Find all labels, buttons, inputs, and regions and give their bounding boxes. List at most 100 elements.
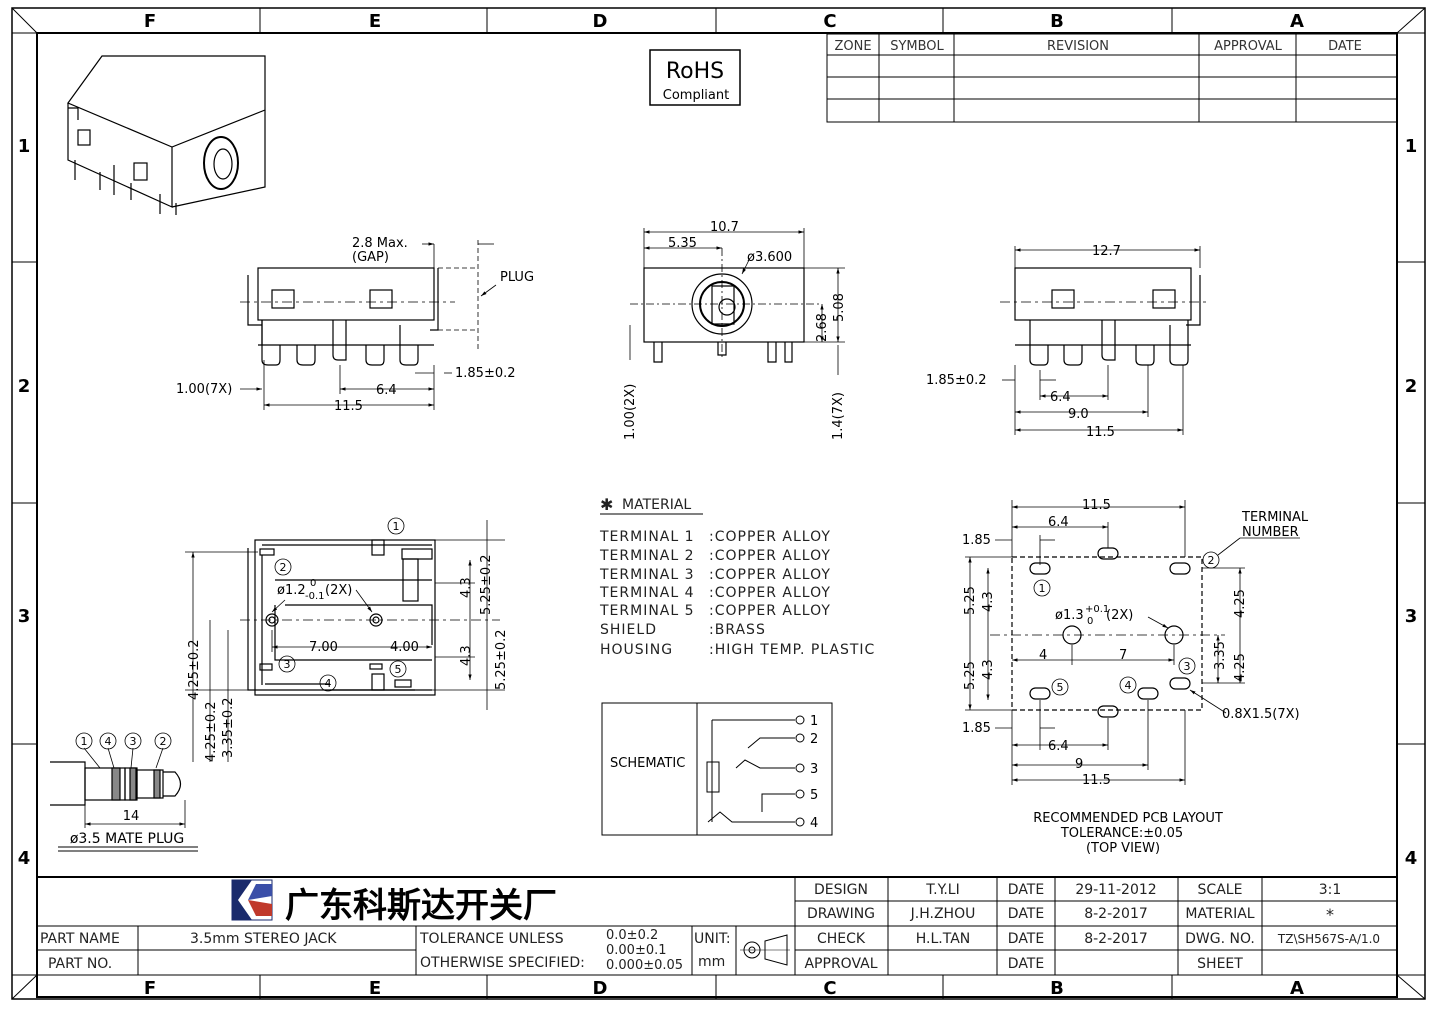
terminal-number: 2 — [160, 735, 167, 748]
isometric-view — [67, 55, 266, 215]
col-label: C — [823, 978, 836, 999]
dim-1-00-2x: 1.00(2X) — [623, 384, 638, 440]
dim-1-85: 1.85±0.2 — [455, 366, 516, 381]
col-label: D — [593, 11, 608, 32]
material-part: TERMINAL 3 — [599, 567, 695, 583]
material-part: HOUSING — [600, 642, 673, 658]
dwg-no-label: DWG. NO. — [1185, 931, 1255, 947]
dim-7: 7 — [1119, 648, 1127, 663]
col-label: C — [823, 11, 836, 32]
dim-4-3a: 4.3 — [981, 591, 996, 612]
bottom-view — [185, 520, 505, 762]
terminal-number: 3 — [1184, 660, 1191, 673]
schematic: SCHEMATIC 1 2 3 5 4 — [601, 702, 833, 836]
company-name: 广东科斯达开关厂 — [285, 886, 557, 926]
drawing-date: 8-2-2017 — [1084, 906, 1148, 922]
side-view-right — [1000, 246, 1210, 435]
col-label: F — [144, 978, 156, 999]
dim-5-08: 5.08 — [832, 293, 847, 322]
dim-hole-tol-up: 0 — [310, 578, 316, 589]
material-part: TERMINAL 2 — [599, 548, 695, 564]
dim-gap: 2.8 Max. — [352, 236, 408, 251]
dim-1-4-7x: 1.4(7X) — [831, 392, 846, 440]
side-view-right-labels: 12.7 1.85±0.2 6.4 9.0 11.5 — [926, 244, 1121, 440]
rohs-badge: RoHS Compliant — [649, 49, 741, 106]
dim-11-5: 11.5 — [334, 399, 363, 414]
dim-hole-cnt: (2X) — [1106, 608, 1133, 623]
row-label: 4 — [1405, 848, 1418, 869]
dim-4-25b: 4.25±0.2 — [204, 701, 219, 762]
dim-5-25a: 5.25 — [963, 586, 978, 615]
dim-4-3a: 4.3 — [459, 577, 474, 598]
dim-11-5: 11.5 — [1082, 498, 1111, 513]
date-label: DATE — [1008, 956, 1044, 972]
company-logo — [231, 879, 273, 921]
dim-9: 9 — [1075, 757, 1083, 772]
material-value: :BRASS — [709, 622, 766, 638]
dim-4-00: 4.00 — [390, 640, 419, 655]
bottom-view-labels: ø1.2 0 -0.1 (2X) 7.00 4.00 4.3 5.25±0.2 … — [187, 554, 509, 762]
check-label: CHECK — [817, 931, 866, 947]
terminal-number: 2 — [280, 561, 287, 574]
material-value: :HIGH TEMP. PLASTIC — [709, 642, 875, 658]
dim-hole-tol-up: +0.1 — [1085, 604, 1109, 615]
col-label: B — [1050, 11, 1064, 32]
part-name: 3.5mm STEREO JACK — [190, 931, 337, 947]
design-date: 29-11-2012 — [1075, 882, 1156, 898]
dim-10-7: 10.7 — [710, 220, 739, 235]
tolerance-3: 0.000±0.05 — [606, 958, 683, 973]
sheet-border — [11, 7, 1426, 1000]
material-part: TERMINAL 5 — [599, 603, 695, 619]
checker: H.L.TAN — [916, 931, 971, 947]
bottom-view-terminal-markers: 1 2 3 4 5 — [274, 517, 407, 692]
col-label: E — [369, 11, 381, 32]
material-value: :COPPER ALLOY — [709, 585, 831, 601]
dim-5-35: 5.35 — [668, 236, 697, 251]
dim-6-4: 6.4 — [376, 383, 397, 398]
material-value: :COPPER ALLOY — [709, 567, 831, 583]
schematic-pin: 5 — [810, 788, 818, 803]
material-value: :COPPER ALLOY — [709, 603, 831, 619]
schematic-pin: 1 — [810, 714, 818, 729]
dim-hole-dia: ø1.2 — [277, 583, 306, 598]
terminal-number: 1 — [81, 735, 88, 748]
row-label: 4 — [18, 848, 31, 869]
terminal-number: 4 — [325, 677, 332, 690]
col-label: F — [144, 11, 156, 32]
dim-1-85: 1.85 — [962, 721, 991, 736]
date-label: DATE — [1008, 882, 1044, 898]
part-name-label: PART NAME — [40, 931, 120, 947]
pcb-caption: RECOMMENDED PCB LAYOUT — [1033, 811, 1223, 826]
row-label: 3 — [18, 606, 31, 627]
scale: 3:1 — [1319, 882, 1342, 898]
plug-caption: ø3.5 MATE PLUG — [70, 831, 184, 847]
row-label: 1 — [18, 136, 31, 157]
col-label: B — [1050, 978, 1064, 999]
material-value: * — [1326, 905, 1334, 924]
material-part: TERMINAL 4 — [599, 585, 695, 601]
dim-6-4: 6.4 — [1048, 515, 1069, 530]
side-view-left-labels: 2.8 Max. (GAP) PLUG 1.00(7X) 6.4 1.85±0.… — [176, 236, 534, 414]
terminal-number-label: TERMINAL — [1241, 510, 1309, 525]
dim-hole-tol-dn: -0.1 — [305, 591, 325, 602]
date-label: DATE — [1008, 906, 1044, 922]
dim-4-25b: 4.25 — [1233, 653, 1248, 682]
tolerance-line2: OTHERWISE SPECIFIED: — [420, 955, 585, 971]
label-plug: PLUG — [500, 270, 534, 285]
rev-header-approval: APPROVAL — [1214, 39, 1283, 54]
pcb-terminal-markers: 1 2 3 4 5 — [1033, 551, 1220, 696]
dim-4-3b: 4.3 — [459, 645, 474, 666]
zone-labels: F E D C B A F E D C B A 1 2 3 4 1 2 3 4 — [18, 11, 1418, 999]
pcb-layout-labels: 11.5 6.4 1.85 5.25 4.3 5.25 4.3 ø1.3 +0.… — [962, 498, 1309, 856]
material-part: TERMINAL 1 — [599, 529, 695, 545]
approval-label: APPROVAL — [804, 956, 877, 972]
col-label: A — [1290, 978, 1304, 999]
dim-3-35: 3.35 — [1213, 641, 1228, 670]
dim-6-4: 6.4 — [1050, 390, 1071, 405]
material-list: ✱ MATERIAL TERMINAL 1 :COPPER ALLOY TERM… — [599, 495, 875, 658]
dim-3-35: 3.35±0.2 — [221, 697, 236, 758]
dim-11-5: 11.5 — [1086, 425, 1115, 440]
date-label: DATE — [1008, 931, 1044, 947]
dim-5-25a: 5.25±0.2 — [479, 554, 494, 615]
